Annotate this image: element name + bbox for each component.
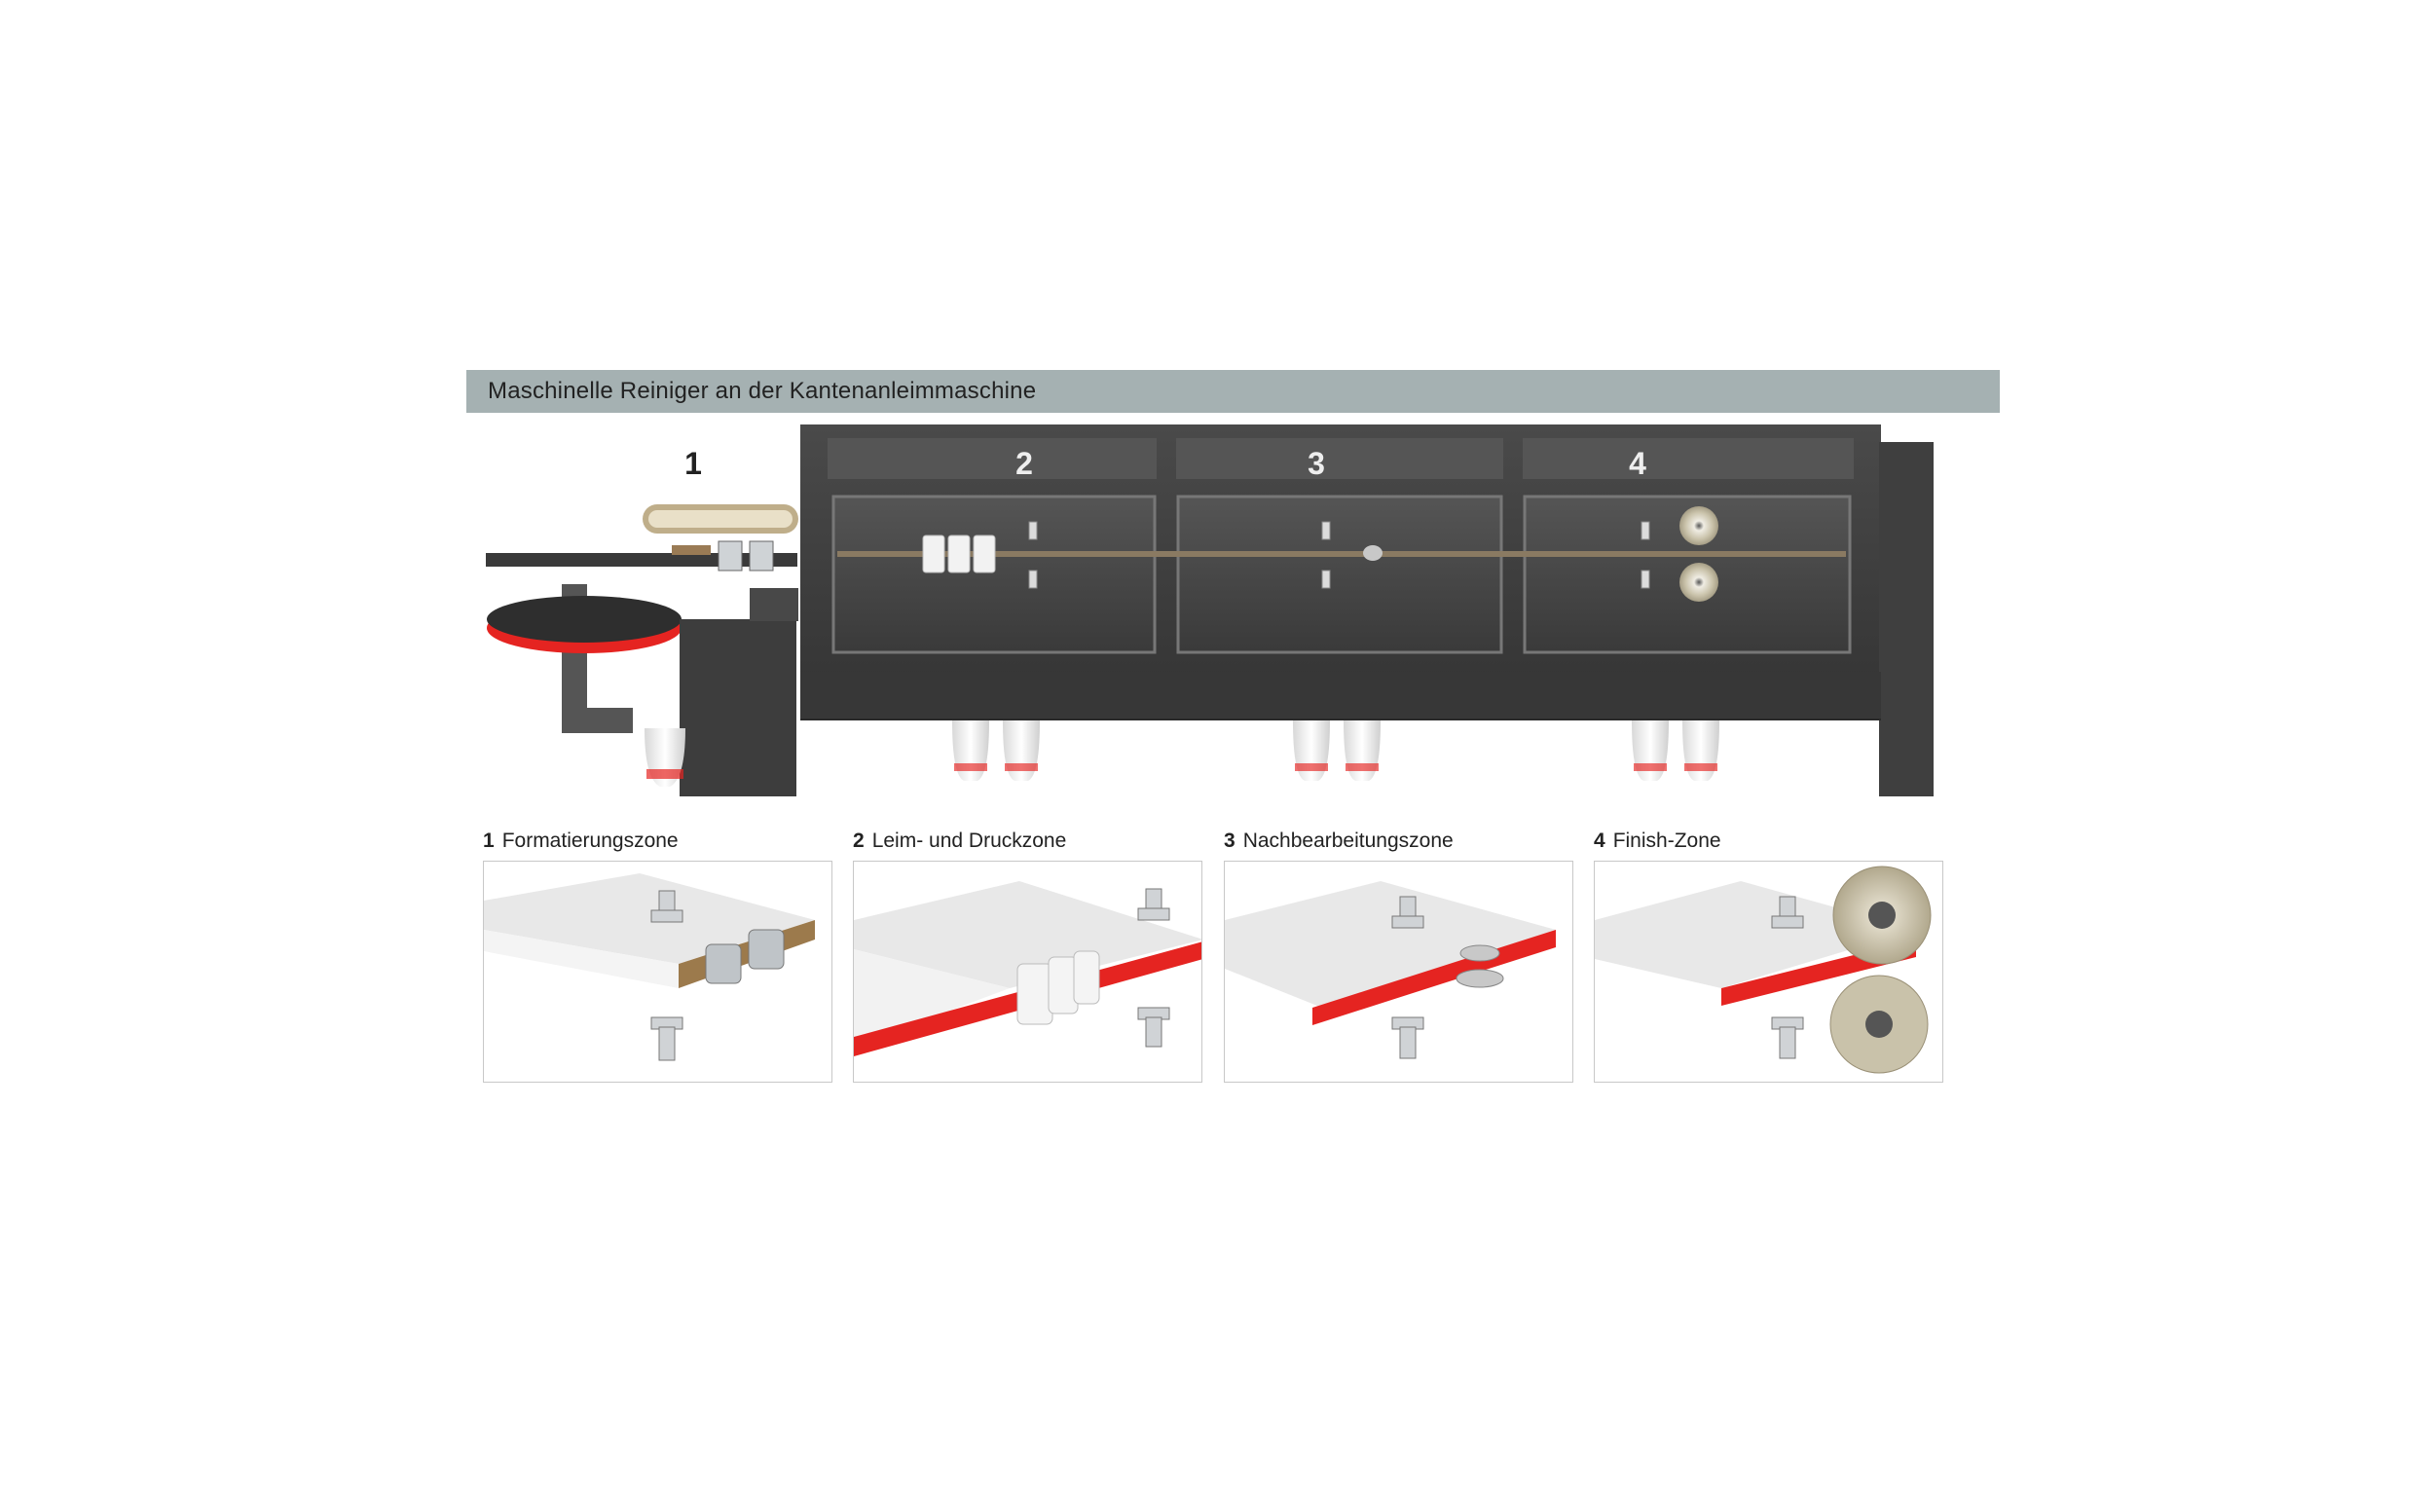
cleaning-nozzle-bottom [1771,1016,1804,1059]
zone-illustration-1 [483,861,832,1083]
zone-caption-num: 1 [483,830,495,852]
hood-zone2 [828,438,1157,479]
zone-caption-3: 3 Nachbearbeitungszone [1224,830,1454,853]
zone2-nozzles [952,720,1040,781]
zone-caption-name: Nachbearbeitungszone [1242,830,1454,852]
zone-caption-name: Finish-Zone [1612,830,1721,852]
zone-label-1: 1 [684,446,702,481]
conveyor-chain [837,551,1846,557]
zone-caption-1: 1 Formatierungszone [483,830,679,853]
cleaning-nozzle-top [650,890,683,923]
page-title: Maschinelle Reiniger an der Kantenanleim… [488,378,1037,404]
zone3-nozzles [1293,720,1381,781]
zone-illustration-4 [1594,861,1943,1083]
zone4-nozzles [1632,720,1719,781]
zone-illustration-3 [1224,861,1573,1083]
zone-caption-2: 2 Leim- und Druckzone [853,830,1066,853]
zone-caption-name: Formatierungszone [501,830,679,852]
zone-label-3: 3 [1308,446,1325,481]
turntable-top [487,596,682,643]
zone-caption-num: 4 [1594,830,1605,852]
zone-caption-4: 4 Finish-Zone [1594,830,1721,853]
zone-caption-name: Leim- und Druckzone [871,830,1067,852]
zone-caption-num: 3 [1224,830,1235,852]
pressure-rollers [1016,950,1100,1025]
zone4-buffing-disc-bottom [1679,563,1718,602]
zone4-buffing-disc-top [1679,506,1718,545]
zone-label-2: 2 [1015,446,1033,481]
cleaning-nozzle-top [1771,896,1804,929]
zone3-scraper [1363,545,1383,561]
zone1-nozzle [645,728,685,787]
scraper-tool [1459,944,1500,962]
zone2-pressure-rollers [922,535,996,573]
machine-end-column [1879,442,1934,796]
hood-zone3 [1176,438,1503,479]
cleaning-nozzle-bottom [650,1016,683,1061]
format-cutter-heads [718,540,774,572]
cleaning-nozzle-bottom [1137,1007,1170,1048]
hood-zone4 [1523,438,1854,479]
zone-label-4: 4 [1629,446,1646,481]
cleaning-nozzle-top [1391,896,1424,929]
cleaning-nozzle-bottom [1391,1016,1424,1059]
cutter-heads [705,929,785,984]
zone-caption-num: 2 [853,830,865,852]
zone-illustration-2 [853,861,1202,1083]
title-bar: Maschinelle Reiniger an der Kantenanleim… [466,370,2000,413]
cleaning-nozzle-top [1137,888,1170,921]
